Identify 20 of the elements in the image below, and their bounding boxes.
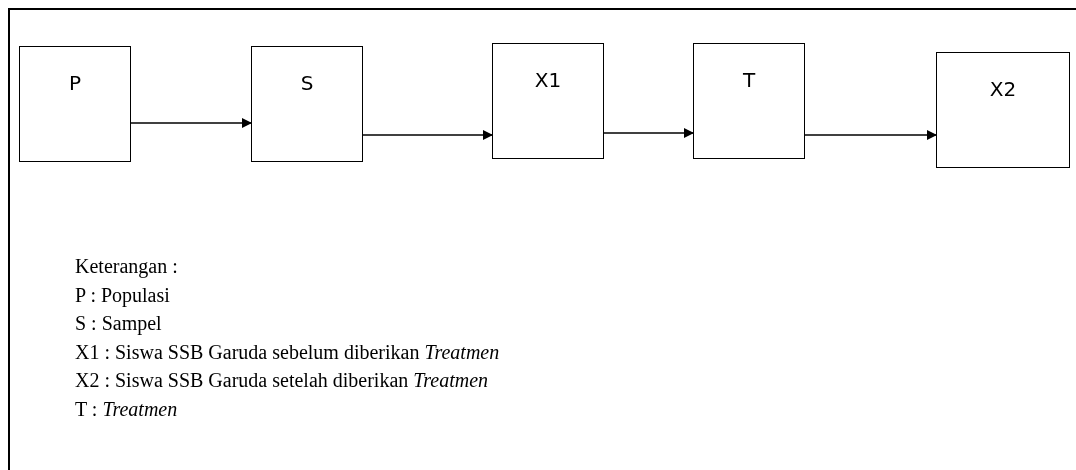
box-label: S xyxy=(300,71,314,95)
legend-entry: T : Treatmen xyxy=(75,396,179,422)
process-box xyxy=(251,46,363,162)
box-label: X2 xyxy=(989,77,1017,101)
legend-heading: Keterangan : xyxy=(75,254,179,280)
arrow xyxy=(130,118,252,128)
box-label: T xyxy=(742,68,756,92)
process-box xyxy=(19,46,131,162)
legend-entry: X2 : Siswa SSB Garuda setelah diberikan Treatmen xyxy=(75,368,490,393)
legend-entry: S : Sampel xyxy=(75,311,163,337)
process-box xyxy=(693,43,805,159)
box-label: X1 xyxy=(534,68,562,92)
legend-entry: P : Populasi xyxy=(75,282,171,309)
process-box xyxy=(492,43,604,159)
process-box xyxy=(936,52,1070,168)
arrow xyxy=(804,130,937,140)
arrow xyxy=(603,128,694,138)
arrow xyxy=(362,130,493,140)
box-label: P xyxy=(68,71,82,95)
legend-entry: X1 : Siswa SSB Garuda sebelum diberikan Treatmen xyxy=(75,339,500,365)
